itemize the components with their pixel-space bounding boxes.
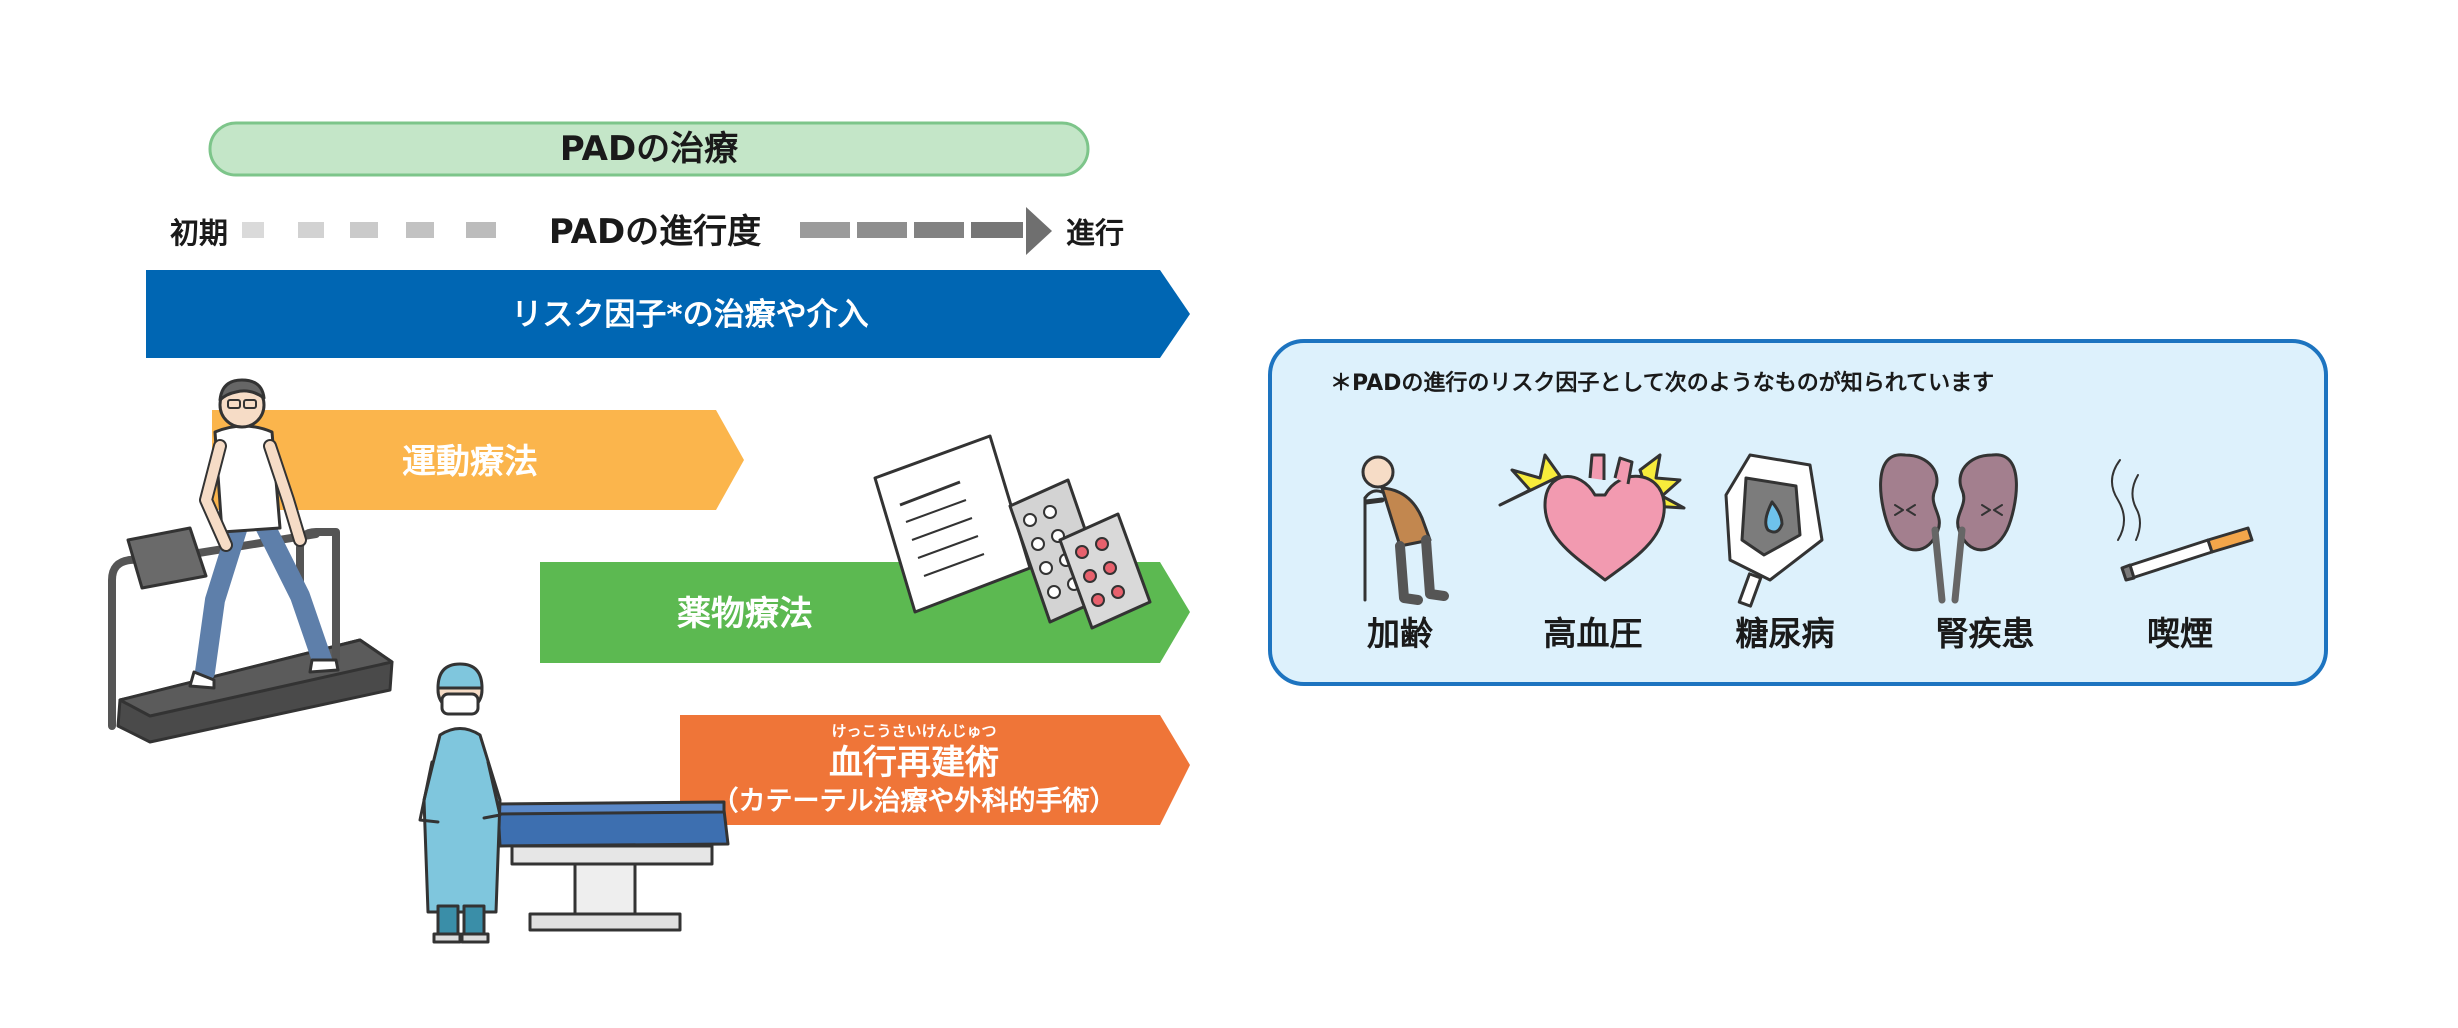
risk-label-hypertension: 高血圧	[1544, 614, 1643, 653]
surgeon-illustration	[418, 662, 730, 944]
revascularization-bar: けっこうさいけんじゅつ 血行再建術 （カテーテル治療や外科的手術）	[680, 715, 1190, 825]
revascularization-furigana: けっこうさいけんじゅつ	[831, 722, 996, 740]
progression-dashes-dark	[800, 222, 1023, 238]
progression-arrowhead	[1026, 207, 1052, 255]
cigarette-icon	[2111, 459, 2254, 582]
risk-treatment-bar: リスク因子*の治療や介入	[146, 270, 1190, 358]
header-title: PADの治療	[560, 129, 739, 169]
exercise-therapy-label: 運動療法	[402, 442, 538, 482]
prescription-pills-illustration	[873, 434, 1152, 630]
exercise-therapy-bar: 運動療法	[212, 410, 744, 510]
medication-therapy-bar: 薬物療法	[540, 562, 1190, 663]
elderly-person-icon	[1361, 455, 1449, 605]
risk-panel-note: ＊PADの進行のリスク因子として次のようなものが知られています	[1330, 370, 1994, 396]
medication-therapy-label: 薬物療法	[677, 594, 813, 634]
progression-dashes-light	[242, 222, 496, 238]
risk-label-aging: 加齢	[1367, 614, 1433, 653]
progression-center-label: PADの進行度	[549, 212, 761, 252]
treatment-header: PADの治療	[208, 121, 1090, 177]
heart-icon	[1498, 453, 1686, 582]
progression-start-label: 初期	[170, 216, 228, 250]
progression-scale: 初期 PADの進行度 進行	[170, 207, 1124, 255]
progression-end-label: 進行	[1066, 216, 1124, 250]
risk-label-smoking: 喫煙	[2147, 614, 2213, 653]
treadmill-walker-illustration	[108, 378, 394, 744]
kidneys-icon	[1879, 453, 2018, 604]
header-pill	[208, 121, 1090, 177]
revascularization-title: 血行再建術	[829, 743, 999, 783]
risk-treatment-label: リスク因子*の治療や介入	[511, 297, 868, 333]
glucose-meter-icon	[1724, 453, 1824, 608]
revascularization-subtitle: （カテーテル治療や外科的手術）	[712, 785, 1117, 817]
risk-label-kidney-disease: 腎疾患	[1936, 614, 2035, 653]
risk-label-diabetes: 糖尿病	[1736, 614, 1835, 653]
risk-factor-panel: ＊PADの進行のリスク因子として次のようなものが知られています 加齢 高血圧	[1268, 339, 2328, 686]
